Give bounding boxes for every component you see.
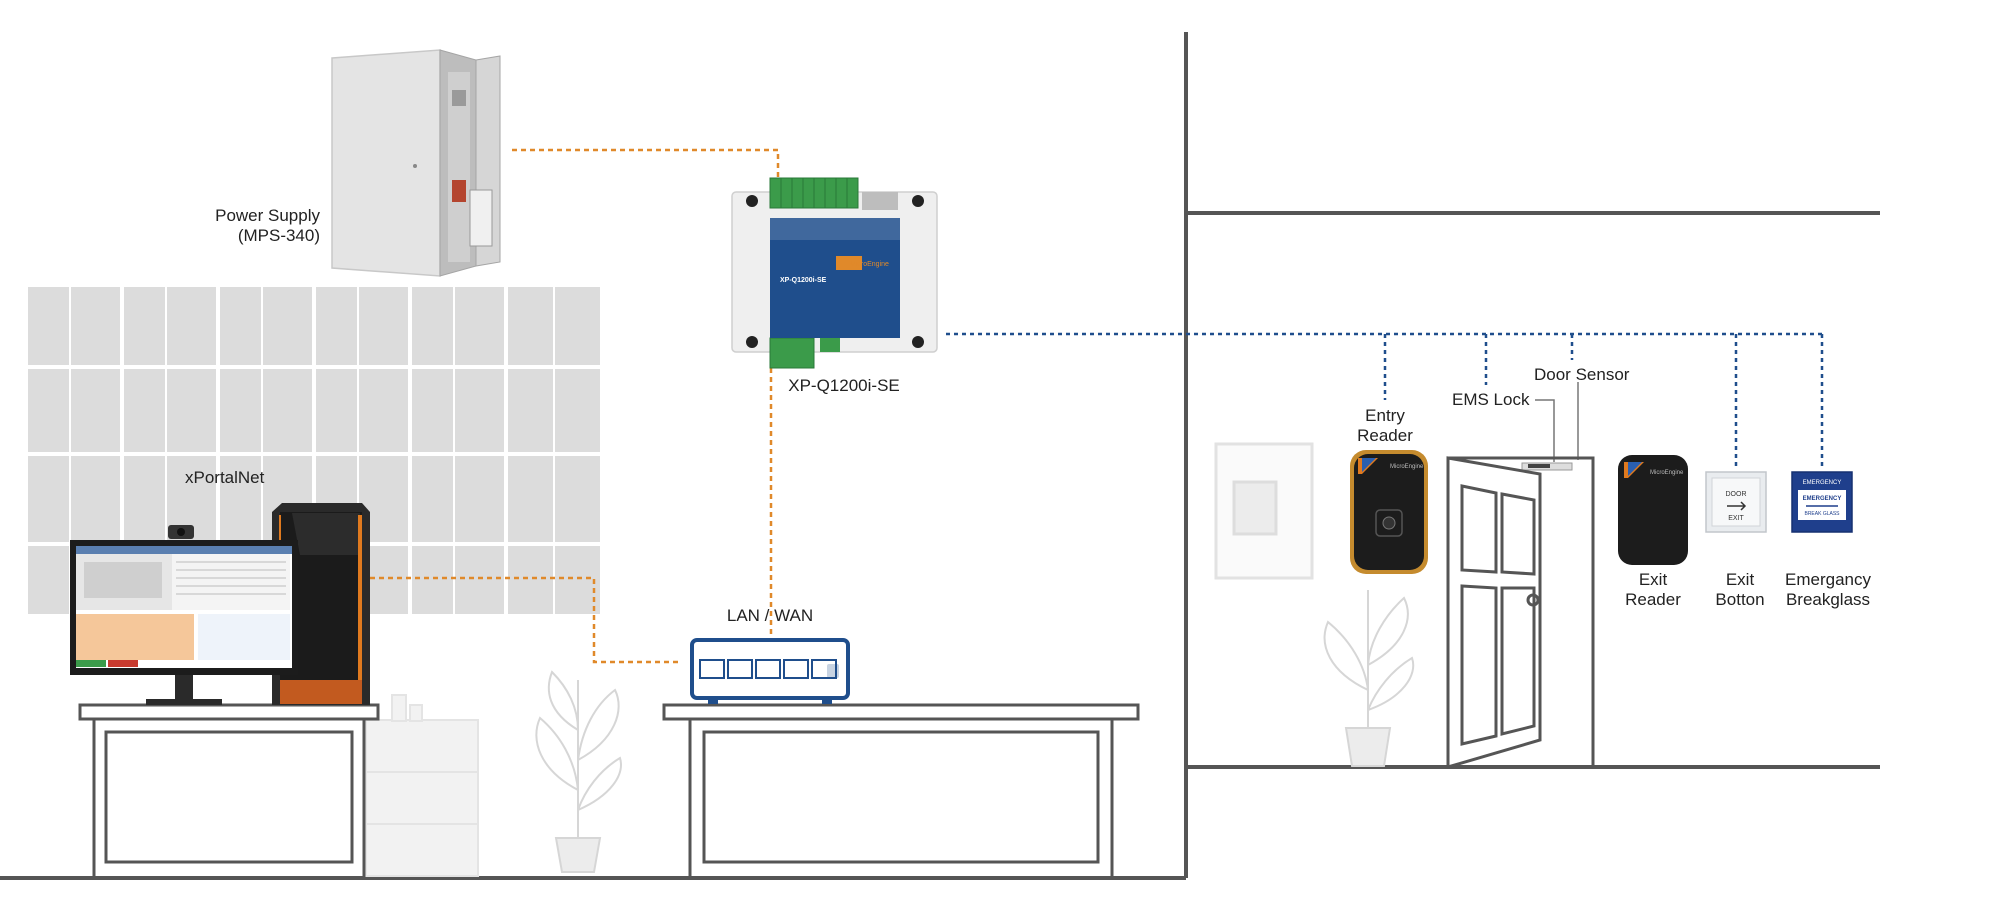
exit-button-top-text: DOOR (1726, 491, 1747, 498)
label-xportalnet: xPortalNet (185, 468, 265, 487)
breakglass-device: EMERGENCY EMERGENCY BREAK GLASS (1791, 471, 1853, 533)
label-entry-reader: Entry Reader (1325, 406, 1445, 446)
desk-middle (662, 703, 1140, 880)
breakglass-top-text: EMERGENCY (1803, 480, 1842, 486)
plant-office (535, 670, 622, 873)
label-controller: XP-Q1200i-SE (788, 376, 900, 395)
controller-model-text: XP-Q1200i-SE (780, 277, 827, 284)
label-power-supply: Power Supply (MPS-340) (120, 206, 320, 246)
label-entry-reader-line1: Entry (1365, 406, 1405, 425)
label-exit-reader-line1: Exit (1638, 570, 1668, 589)
label-breakglass-line2: Breakglass (1785, 590, 1871, 609)
exit-reader-device: MicroEngine (1618, 455, 1688, 565)
workstation (70, 503, 370, 705)
label-breakglass-line1: Emergancy (1785, 570, 1871, 589)
power-links (370, 148, 780, 664)
breakglass-mid-text: EMERGENCY (1803, 496, 1842, 502)
controller-brand-text: MicroEngine (850, 261, 889, 268)
network-switch (690, 638, 850, 704)
breakglass-bottom-text: BREAK GLASS (1804, 511, 1840, 517)
data-links (946, 332, 1824, 470)
exit-button-device: DOOR EXIT (1705, 471, 1767, 533)
entry-reader-device: MicroEngine (1350, 450, 1428, 574)
power-supply-device (331, 49, 501, 277)
link-pc-network (370, 576, 680, 664)
exit-reader-brand: MicroEngine (1650, 470, 1684, 476)
wall-picture (1214, 442, 1314, 580)
filing-cabinet (365, 694, 479, 877)
label-exit-button-line1: Exit (1725, 570, 1755, 589)
desk-left (78, 703, 380, 880)
label-lan-wan: LAN / WAN (726, 606, 814, 625)
ems-lock-device (1521, 462, 1573, 471)
label-door-sensor: Door Sensor (1534, 365, 1630, 384)
label-breakglass: Emergancy Breakglass (1768, 570, 1888, 610)
entry-reader-brand: MicroEngine (1390, 464, 1424, 470)
exit-button-bottom-text: EXIT (1728, 515, 1744, 522)
plant-secure (1323, 590, 1415, 767)
label-entry-reader-line2: Reader (1357, 426, 1413, 445)
label-exit-reader-line2: Reader (1625, 590, 1681, 609)
label-exit-button: Exit Botton (1680, 570, 1800, 610)
label-power-supply-line2: (MPS-340) (237, 226, 320, 245)
label-ems-lock: EMS Lock (1452, 390, 1530, 409)
controller-device: XP-Q1200i-SE MicroEngine (731, 177, 938, 369)
door (1446, 456, 1595, 770)
label-power-supply-line1: Power Supply (215, 206, 320, 225)
label-exit-button-line2: Botton (1715, 590, 1765, 609)
building-walls (0, 32, 1880, 880)
link-psu-controller (512, 148, 780, 178)
callout-lines (1535, 382, 1579, 462)
label-exit-reader: Exit Reader (1593, 570, 1713, 610)
